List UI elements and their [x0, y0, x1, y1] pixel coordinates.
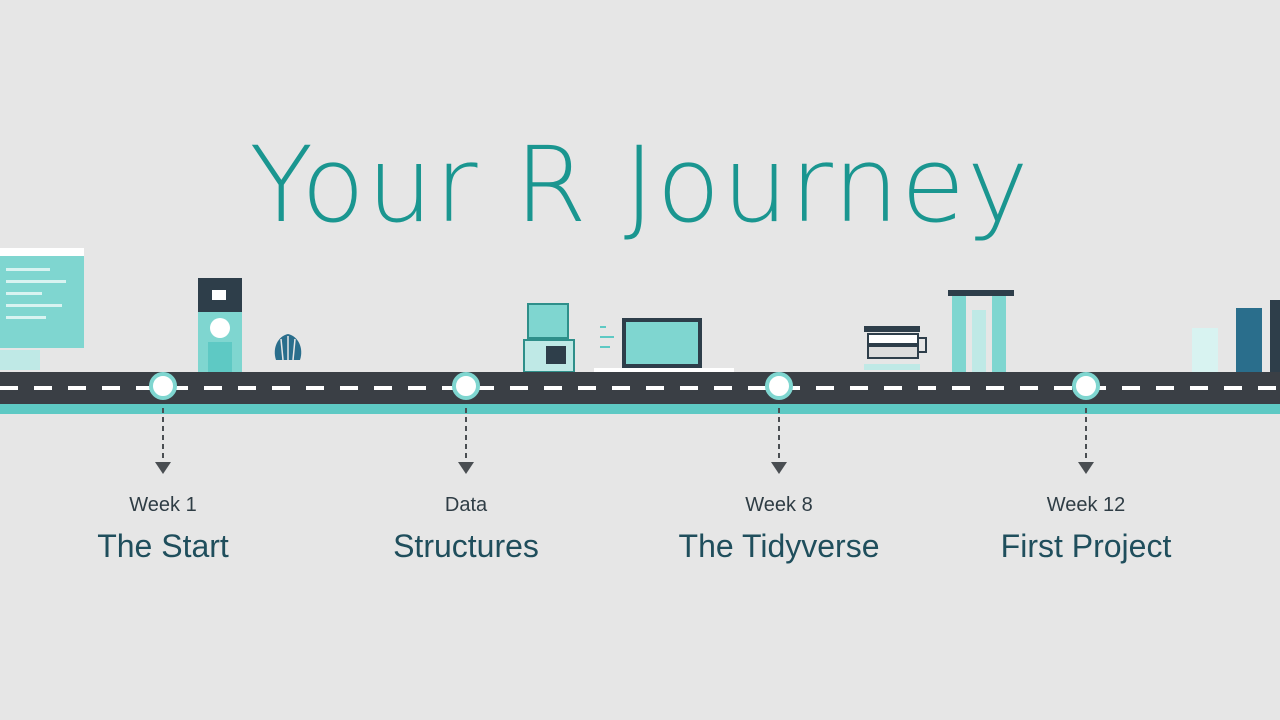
page-title: Your R Journey [249, 124, 1031, 246]
milestone-connector [778, 408, 780, 462]
milestone-week: Week 1 [129, 494, 197, 516]
bar-chart-icon [1192, 300, 1280, 372]
road-accent-stripe [0, 404, 1280, 414]
coffee-machine-icon [198, 278, 242, 372]
milestone-connector [162, 408, 164, 462]
arrow-down-icon [1078, 462, 1094, 474]
milestone-week: Week 12 [1046, 494, 1126, 516]
milestone-connector [1085, 408, 1087, 462]
shell-icon [274, 334, 302, 361]
milestone-marker [1072, 372, 1100, 400]
monitor-code-icon [0, 248, 84, 370]
milestone-label: Structures [393, 528, 539, 564]
coffee-cup-icon [864, 326, 927, 370]
milestone-label: The Tidyverse [678, 528, 880, 564]
milestone-marker [149, 372, 177, 400]
road-center-dashes [0, 386, 1280, 390]
milestone-connector [465, 408, 467, 462]
milestone-label: First Project [1000, 528, 1172, 564]
milestone-marker [452, 372, 480, 400]
laptop-icon [594, 318, 734, 372]
library-columns-icon [948, 290, 1014, 372]
milestone-week: Data [444, 494, 488, 516]
arrow-down-icon [771, 462, 787, 474]
arrow-down-icon [458, 462, 474, 474]
milestone-week: Week 8 [745, 494, 813, 516]
milestone-label: The Start [97, 528, 229, 564]
desk-devices-icon [523, 303, 575, 372]
arrow-down-icon [155, 462, 171, 474]
milestone-marker [765, 372, 793, 400]
